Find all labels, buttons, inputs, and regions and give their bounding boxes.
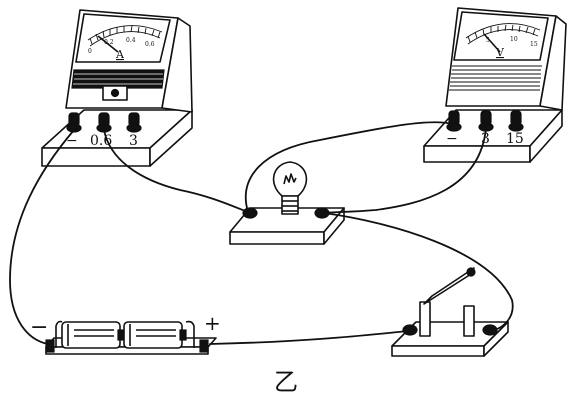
ammeter-letter: A (115, 48, 125, 61)
bulb (272, 161, 308, 215)
lamp-board (229, 161, 345, 245)
battery-cell-right (123, 321, 187, 349)
battery-minus-label: − (30, 315, 48, 340)
ammeter-terminals (66, 112, 142, 133)
voltmeter-letter: V (495, 46, 505, 59)
ammeter-scale-0: 0 (88, 48, 92, 55)
battery: − + (30, 311, 221, 355)
ammeter-terminal-3: 3 (129, 133, 138, 149)
ammeter-terminal-0-6: 0.6 (90, 133, 112, 149)
ammeter-scale-1: 0.2 (104, 39, 114, 46)
ammeter-scale-3: 0.6 (145, 41, 155, 48)
voltmeter-terminal-15: 15 (506, 131, 524, 147)
battery-cell-left (61, 321, 125, 349)
switch (391, 267, 509, 357)
voltmeter-terminal-minus: − (446, 131, 458, 147)
ammeter-scale-2: 0.4 (126, 37, 136, 44)
wires (9, 121, 514, 345)
voltmeter: 5 10 15 V − 3 15 (423, 7, 567, 163)
voltmeter-terminal-3: 3 (481, 131, 490, 147)
voltmeter-scale-15: 15 (530, 41, 538, 48)
battery-plus-label: + (204, 311, 221, 335)
ammeter: 0 0.2 0.4 0.6 A − 0.6 3 (41, 9, 193, 167)
voltmeter-terminals (446, 110, 524, 132)
ammeter-terminal-minus: − (66, 133, 78, 149)
voltmeter-scale-10: 10 (510, 36, 518, 43)
voltmeter-scale-5: 5 (486, 37, 490, 44)
figure-caption: 乙 (274, 368, 298, 396)
